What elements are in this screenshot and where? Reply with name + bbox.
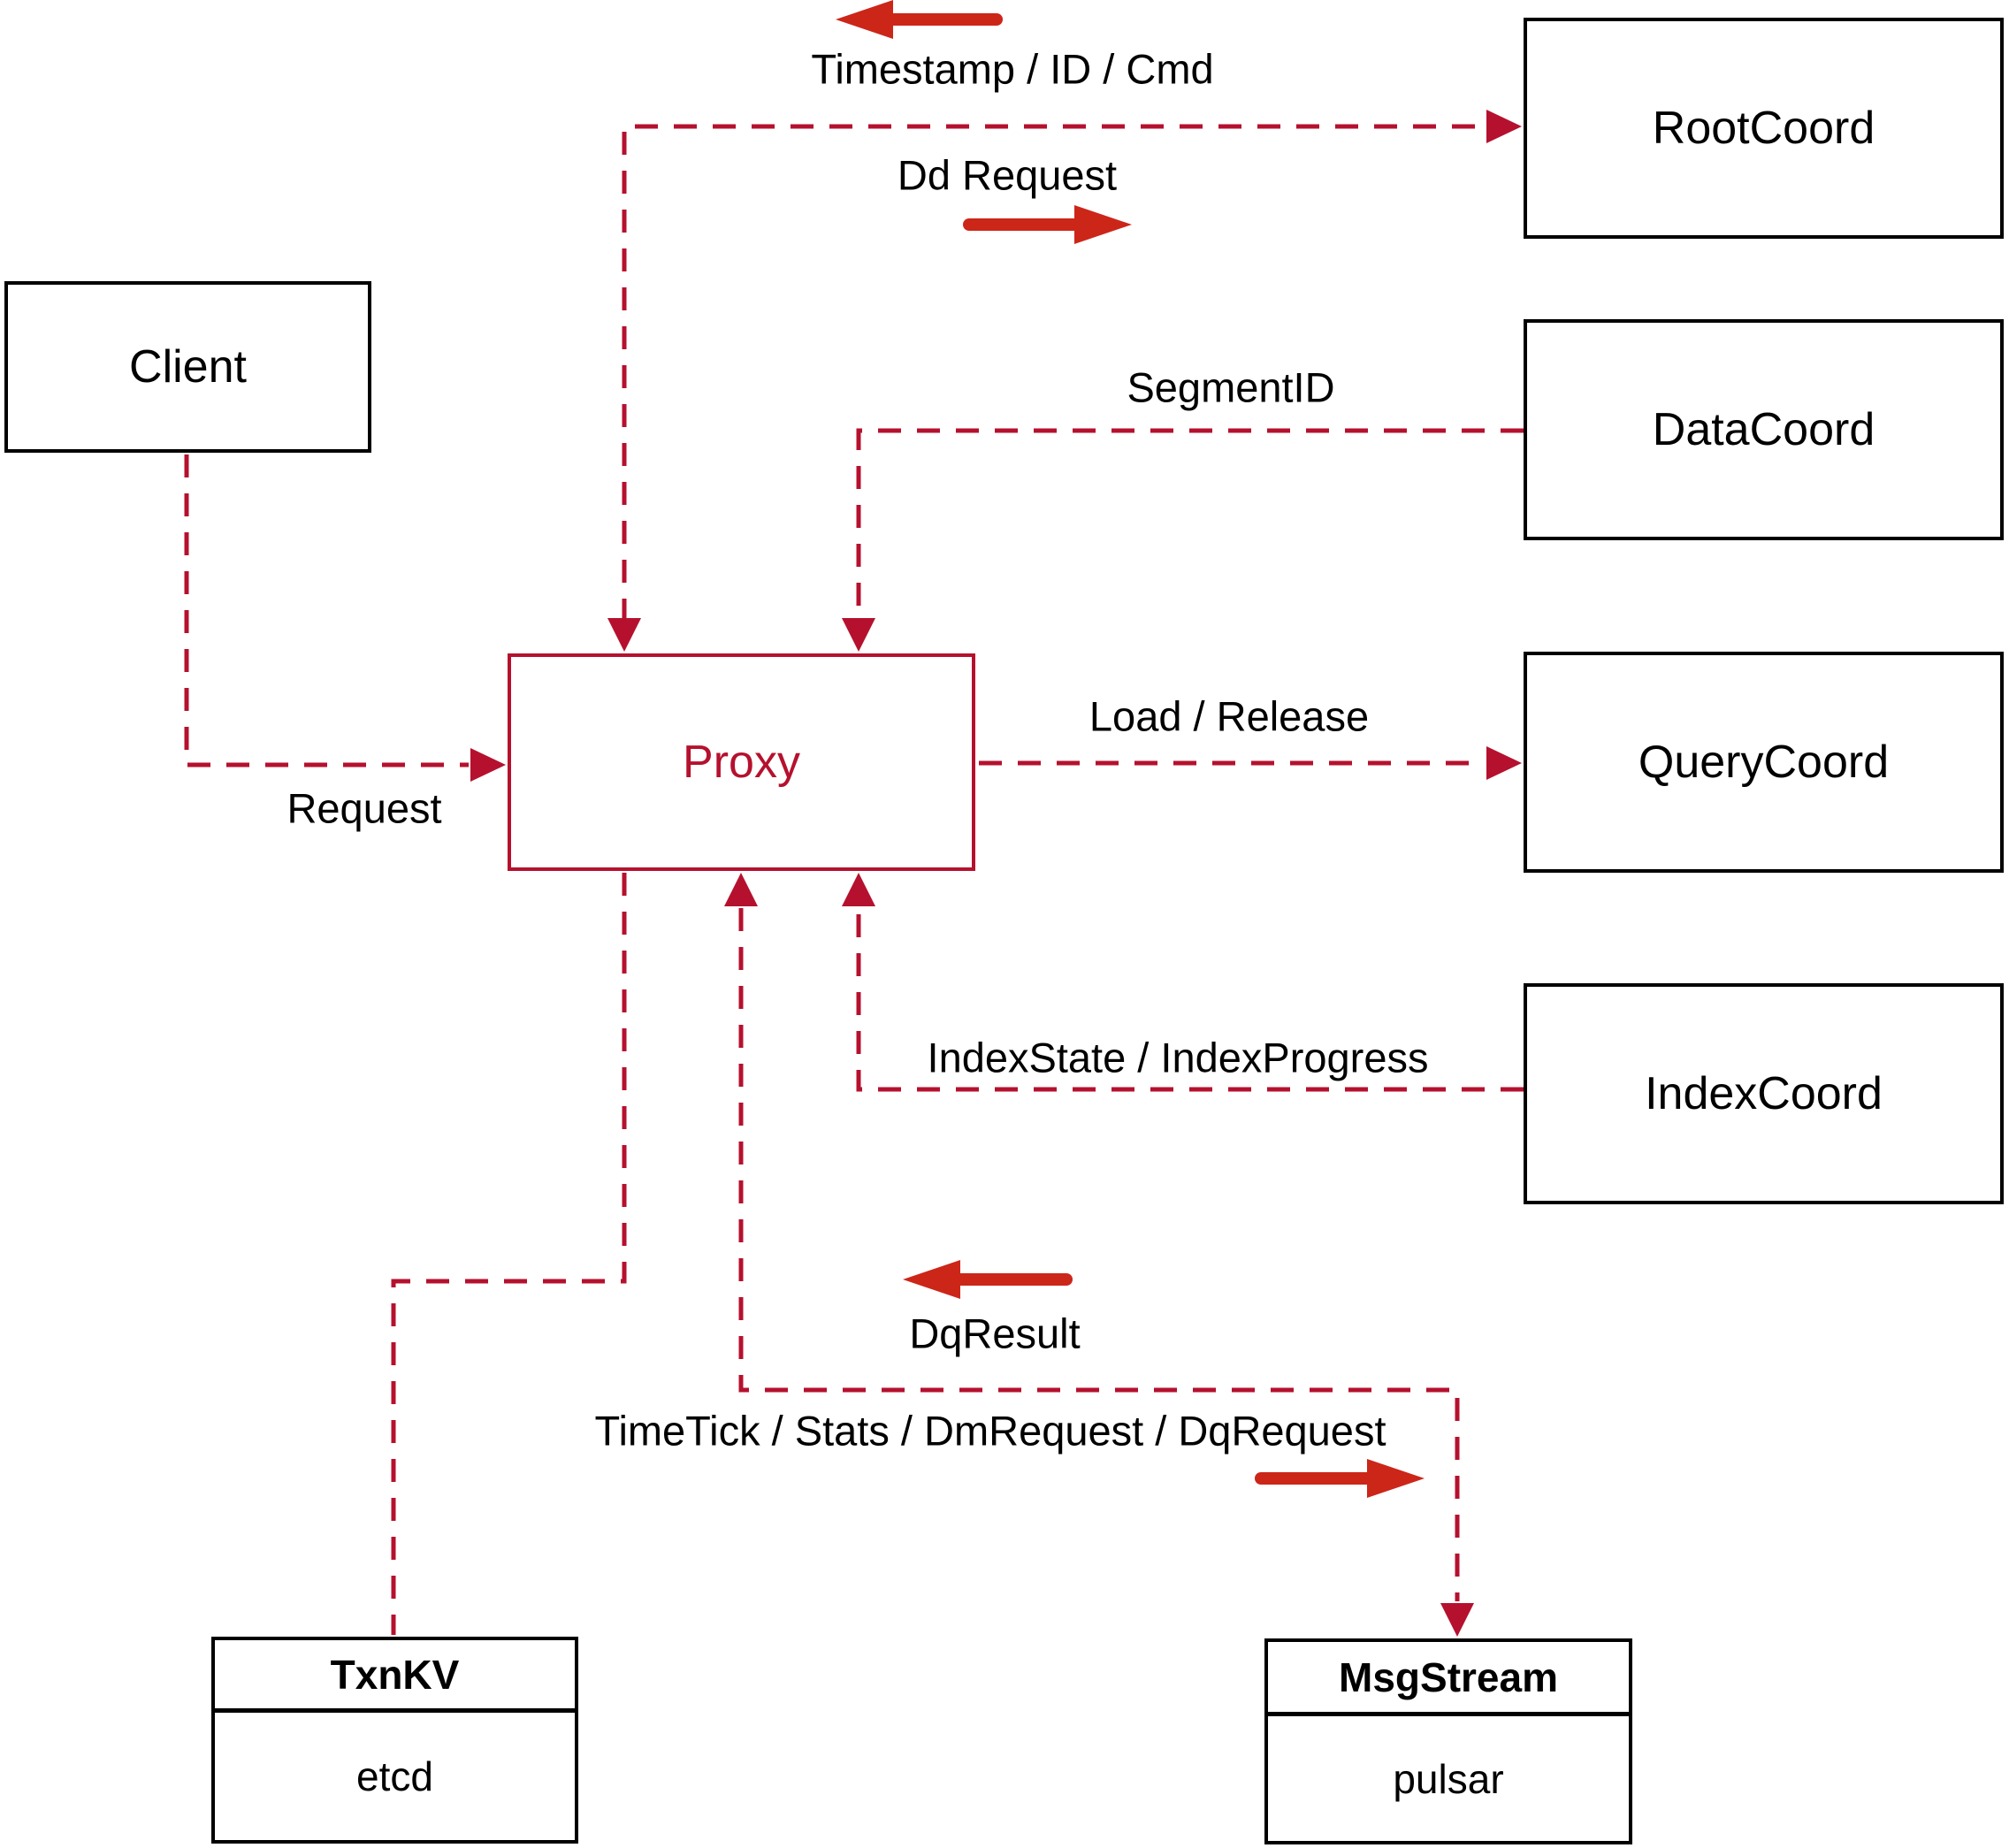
node-querycoord: QueryCoord — [1524, 652, 2004, 873]
flow-arrow-right-timetick-head-icon — [1367, 1459, 1425, 1498]
arrowhead-into-proxy-left-icon — [470, 748, 506, 782]
node-indexcoord-label: IndexCoord — [1645, 1068, 1883, 1119]
flow-arrow-left-dqresult-head-icon — [903, 1260, 960, 1299]
node-datacoord: DataCoord — [1524, 319, 2004, 540]
node-msgstream-title: MsgStream — [1268, 1642, 1629, 1716]
edge-label-index-state: IndexState / IndexProgress — [927, 1034, 1429, 1081]
node-datacoord-label: DataCoord — [1652, 404, 1875, 455]
flow-arrow-right-ddrequest-head-icon — [1074, 205, 1132, 244]
edge-label-load-release: Load / Release — [1089, 692, 1370, 740]
edge-label-request: Request — [286, 784, 442, 832]
node-msgstream-impl: pulsar — [1393, 1755, 1504, 1802]
arrowhead-into-proxy-top-right-icon — [842, 618, 875, 652]
connector-datacoord-proxy — [856, 428, 1524, 616]
connector-indexcoord-proxy — [856, 908, 1524, 1092]
node-proxy: Proxy — [508, 653, 975, 871]
node-querycoord-label: QueryCoord — [1638, 737, 1890, 788]
edge-label-dd-request: Dd Request — [897, 151, 1118, 199]
node-rootcoord-label: RootCoord — [1652, 103, 1875, 154]
arrowhead-into-proxy-bottom-left-icon — [724, 873, 758, 906]
edge-label-timestamp-id-cmd: Timestamp / ID / Cmd — [811, 45, 1214, 93]
connector-proxy-rootcoord — [622, 124, 1485, 622]
node-proxy-label: Proxy — [683, 737, 800, 788]
arrowhead-into-proxy-bottom-right-icon — [842, 873, 875, 906]
arrowhead-into-querycoord-icon — [1486, 746, 1522, 780]
edge-label-timetick: TimeTick / Stats / DmRequest / DqRequest — [594, 1407, 1386, 1455]
node-rootcoord: RootCoord — [1524, 18, 2004, 239]
node-txnkv-title: TxnKV — [215, 1640, 575, 1713]
arrowhead-into-msgstream-icon — [1440, 1603, 1474, 1637]
node-txnkv: TxnKV etcd — [211, 1637, 578, 1844]
node-indexcoord: IndexCoord — [1524, 983, 2004, 1204]
connector-client-proxy — [184, 454, 469, 767]
node-client-label: Client — [129, 341, 247, 393]
arrowhead-into-proxy-top-left-icon — [607, 618, 641, 652]
arrowhead-into-rootcoord-icon — [1486, 110, 1522, 143]
flow-arrow-left-top-head-icon — [836, 0, 893, 39]
node-msgstream: MsgStream pulsar — [1264, 1638, 1632, 1844]
connector-proxy-txnkv — [391, 873, 627, 1635]
node-txnkv-impl: etcd — [356, 1753, 433, 1799]
edge-label-segment-id: SegmentID — [1127, 363, 1335, 411]
node-client: Client — [4, 281, 371, 453]
connector-proxy-msgstream — [738, 908, 1460, 1601]
edge-label-dq-result: DqResult — [909, 1310, 1081, 1357]
